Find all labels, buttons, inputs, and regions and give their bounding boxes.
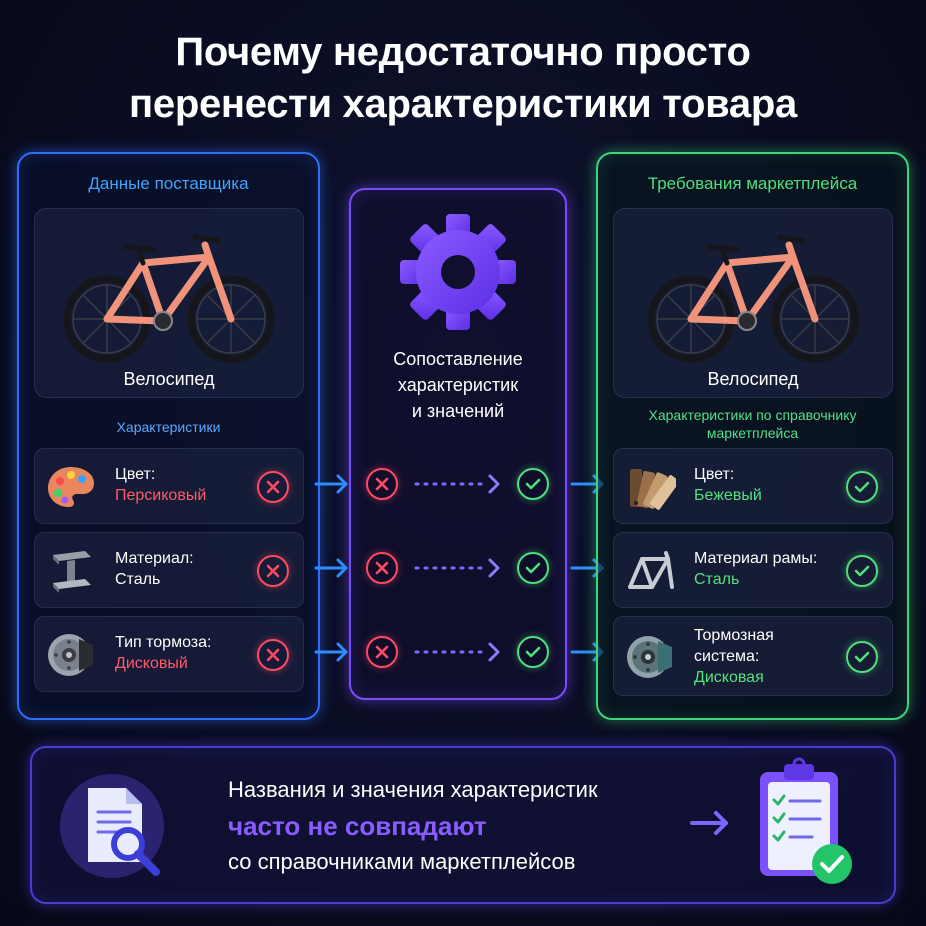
- mapping-label-line1: Сопоставление: [393, 349, 523, 369]
- match-icon: [517, 636, 549, 668]
- mismatch-icon: [257, 555, 289, 587]
- bottom-message-highlight: часто не совпадают: [228, 811, 487, 841]
- mapping-flow: [314, 474, 604, 662]
- supplier-attributes-title: Характеристики: [116, 419, 221, 435]
- mismatch-icon: [257, 471, 289, 503]
- bottom-message: Названия и значения характеристик часто …: [228, 772, 598, 880]
- supplier-row-material: Материал: Сталь: [34, 532, 304, 608]
- supplier-row-brake-value: Дисковый: [115, 655, 188, 672]
- bottom-message-line3: со справочниками маркетплейсов: [228, 849, 576, 874]
- brake-system-icon: [627, 636, 672, 678]
- color-swatch-icon: [630, 469, 676, 510]
- steel-beam-icon: [53, 551, 91, 593]
- marketplace-row-color: Цвет: Бежевый: [613, 448, 893, 524]
- supplier-row-color: Цвет: Персиковый: [34, 448, 304, 524]
- marketplace-product-name: Велосипед: [707, 369, 799, 389]
- marketplace-panel: Требования маркетплейса: [596, 152, 909, 720]
- marketplace-row-brake: Тормозная система: Дисковая: [613, 616, 893, 696]
- mismatch-icon: [366, 636, 398, 668]
- supplier-row-material-name: Материал:: [115, 550, 194, 567]
- gear-icon: [400, 214, 516, 330]
- match-icon: [846, 555, 878, 587]
- checklist-clipboard-icon: [760, 757, 852, 884]
- marketplace-row-brake-name-line1: Тормозная: [694, 627, 774, 644]
- mapping-label-line3: и значений: [411, 401, 505, 421]
- match-icon: [846, 641, 878, 673]
- marketplace-row-color-name: Цвет:: [694, 466, 735, 483]
- marketplace-row-brake-value: Дисковая: [694, 669, 764, 686]
- mapping-label-line2: характеристик: [397, 375, 519, 395]
- supplier-panel: Данные поставщика: [17, 152, 320, 720]
- bottom-message-line1: Названия и значения характеристик: [228, 777, 598, 802]
- bike-frame-icon: [628, 551, 674, 589]
- page-title-line2: перенести характеристики товара: [129, 82, 797, 126]
- supplier-row-material-value: Сталь: [115, 571, 161, 588]
- supplier-row-color-name: Цвет:: [115, 466, 156, 483]
- supplier-row-color-value: Персиковый: [115, 487, 207, 504]
- mismatch-icon: [366, 552, 398, 584]
- marketplace-panel-title: Требования маркетплейса: [647, 174, 858, 193]
- bottom-banner: Названия и значения характеристик часто …: [30, 746, 896, 904]
- bicycle-icon: [63, 234, 275, 363]
- marketplace-row-material-value: Сталь: [694, 571, 740, 588]
- palette-icon: [48, 467, 94, 507]
- page-title-line1: Почему недостаточно просто: [175, 30, 751, 74]
- supplier-product-card: Велосипед: [34, 208, 304, 398]
- mapping-panel: Сопоставление характеристик и значений: [349, 188, 567, 700]
- marketplace-row-material-name: Материал рамы:: [694, 550, 818, 567]
- match-icon: [517, 468, 549, 500]
- marketplace-attributes-title-line1: Характеристики по справочнику: [648, 407, 857, 423]
- arrow-right-icon: [690, 811, 728, 835]
- mismatch-icon: [366, 468, 398, 500]
- document-search-icon: [60, 774, 164, 878]
- marketplace-attributes-title-line2: маркетплейса: [706, 425, 799, 441]
- marketplace-product-card: Велосипед: [613, 208, 893, 398]
- marketplace-row-brake-name-line2: система:: [694, 648, 760, 665]
- supplier-product-name: Велосипед: [123, 369, 215, 389]
- marketplace-row-material: Материал рамы: Сталь: [613, 532, 893, 608]
- page-title: Почему недостаточно просто перенести хар…: [0, 26, 926, 130]
- match-icon: [846, 471, 878, 503]
- mismatch-icon: [257, 639, 289, 671]
- bicycle-icon: [647, 234, 859, 363]
- disc-brake-icon: [48, 634, 93, 676]
- supplier-panel-title: Данные поставщика: [88, 174, 249, 193]
- marketplace-row-color-value: Бежевый: [694, 487, 762, 504]
- mapping-label: Сопоставление характеристик и значений: [351, 346, 565, 424]
- supplier-row-brake-name: Тип тормоза:: [115, 634, 212, 651]
- match-icon: [517, 552, 549, 584]
- supplier-row-brake: Тип тормоза: Дисковый: [34, 616, 304, 692]
- marketplace-attributes-title: Характеристики по справочнику маркетплей…: [598, 406, 907, 442]
